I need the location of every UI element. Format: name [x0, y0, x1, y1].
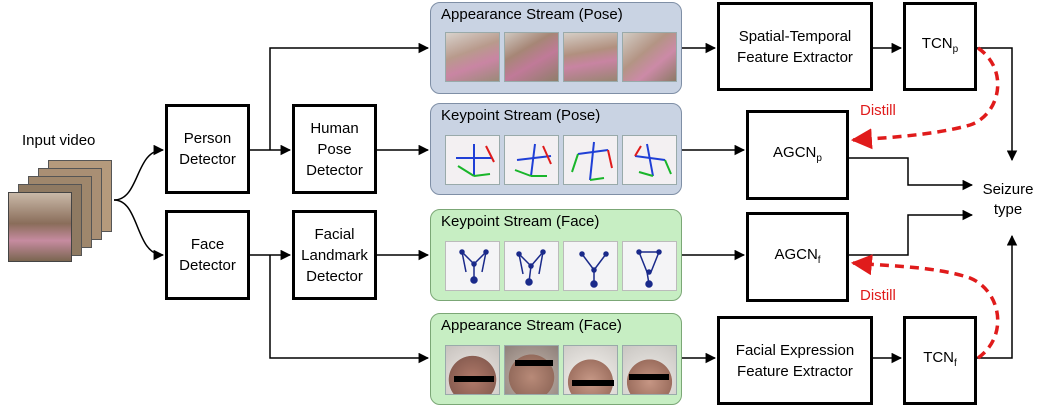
- face-keypoint-frame: [622, 241, 677, 291]
- input-video-label: Input video: [22, 132, 96, 149]
- distill-label-top: Distill: [860, 102, 896, 119]
- pose-appearance-frame: [445, 32, 500, 82]
- agcn-p-box: AGCNp: [746, 110, 849, 200]
- pose-keypoint-frame: [445, 135, 500, 185]
- pose-appearance-frame: [563, 32, 618, 82]
- face-appearance-frame: [445, 345, 500, 395]
- face-keypoint-frame: [445, 241, 500, 291]
- appearance-stream-pose: Appearance Stream (Pose): [430, 2, 682, 94]
- keypoint-stream-pose: Keypoint Stream (Pose): [430, 103, 682, 195]
- distill-label-bottom: Distill: [860, 287, 896, 304]
- tcn-p-box: TCNp: [903, 2, 977, 91]
- face-appearance-frame: [622, 345, 677, 395]
- pose-appearance-frame: [504, 32, 559, 82]
- face-keypoint-frame: [563, 241, 618, 291]
- keypoint-stream-face: Keypoint Stream (Face): [430, 209, 682, 301]
- input-video-frames: [8, 160, 112, 262]
- appearance-stream-face: Appearance Stream (Face): [430, 313, 682, 405]
- pose-appearance-frame: [622, 32, 677, 82]
- pose-keypoint-frame: [563, 135, 618, 185]
- pose-keypoint-frame: [622, 135, 677, 185]
- face-keypoint-frame: [504, 241, 559, 291]
- face-appearance-frame: [563, 345, 618, 395]
- tcn-f-box: TCNf: [903, 316, 977, 405]
- pose-keypoint-frame: [504, 135, 559, 185]
- face-appearance-frame: [504, 345, 559, 395]
- agcn-f-box: AGCNf: [746, 212, 849, 302]
